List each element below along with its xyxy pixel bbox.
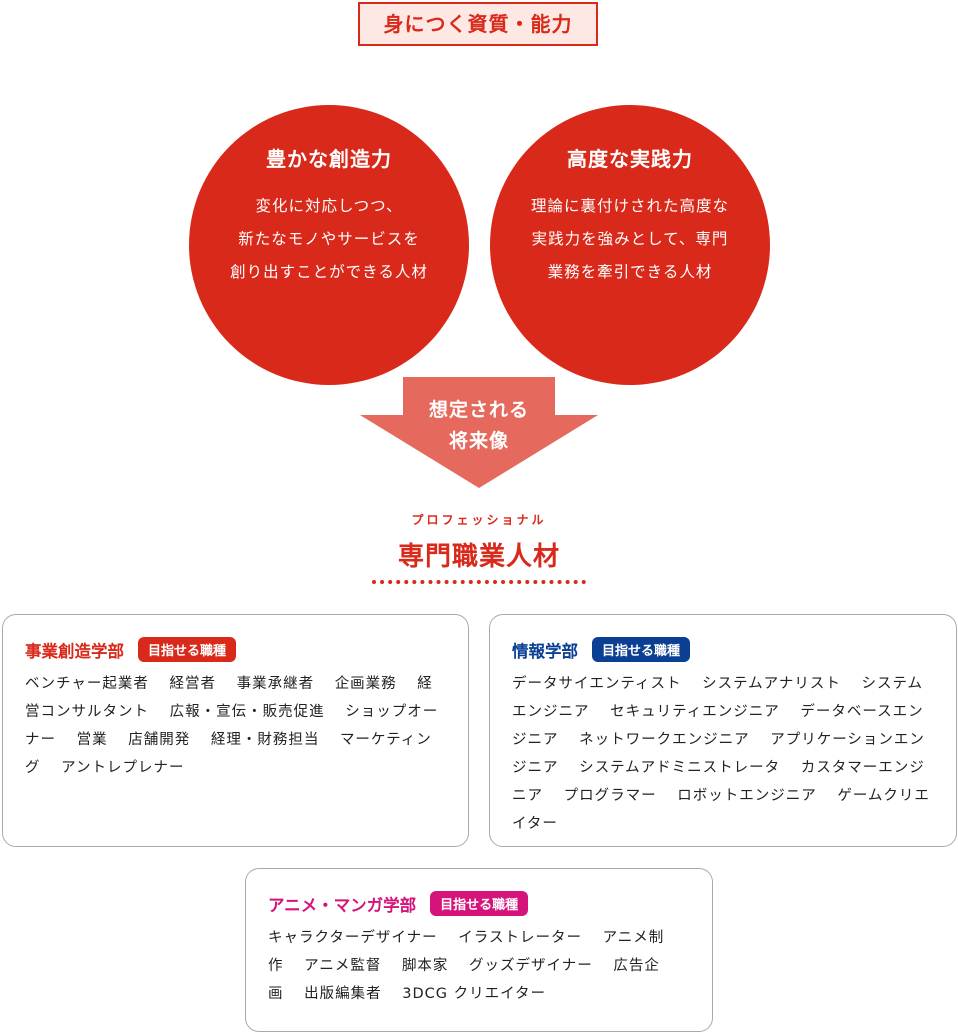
job-item: ショップオーナー — [25, 704, 439, 748]
job-item: 広報・宣伝・販売促進 — [169, 704, 325, 720]
down-arrow: 想定される将来像 — [360, 377, 598, 488]
job-item: セキュリティエンジニア — [610, 704, 780, 720]
future-title: 専門職業人材 — [397, 542, 560, 572]
department-name: 事業創造学部 — [25, 641, 124, 661]
job-item: ベンチャー起業者 — [25, 676, 149, 692]
job-item: マーケティング — [25, 732, 432, 776]
arrow-label: 将来像 — [448, 430, 509, 452]
job-item: 企画業務 — [334, 676, 397, 692]
job-item: 経理・財務担当 — [210, 732, 320, 748]
job-item: データベースエンジニア — [512, 704, 924, 748]
job-item: カスタマーエンジニア — [512, 760, 925, 804]
arrow-label: 想定される — [428, 399, 529, 421]
department-card-informatics: 情報学部目指せる職種 データサイエンティスト システムアナリスト システムエンジ… — [489, 614, 957, 847]
department-card-anime-manga: アニメ・マンガ学部目指せる職種 キャラクターデザイナー イラストレーター アニメ… — [245, 868, 713, 1032]
future-ruby: プロフェッショナル — [411, 513, 547, 527]
quality-desc: 新たなモノやサービスを — [238, 230, 420, 248]
job-item: キャラクターデザイナー — [268, 930, 438, 946]
section-title: 身につく資質・能力 — [358, 2, 598, 46]
quality-title: 高度な実践力 — [567, 147, 693, 171]
quality-desc: 実践力を強みとして、専門 — [531, 230, 729, 248]
quality-desc: 業務を牽引できる人材 — [547, 263, 713, 281]
job-item: 店舗開発 — [128, 732, 191, 748]
department-card-business: 事業創造学部目指せる職種 ベンチャー起業者 経営者 事業承継者 企画業務 経営コ… — [2, 614, 469, 847]
job-item: 事業承継者 — [236, 676, 315, 692]
job-item: システムアナリスト — [702, 676, 841, 692]
department-name: アニメ・マンガ学部 — [268, 895, 417, 915]
department-name: 情報学部 — [512, 641, 578, 661]
quality-circle-practice: 高度な実践力 理論に裏付けされた高度な実践力を強みとして、専門業務を牽引できる人… — [490, 105, 770, 385]
job-item: 出版編集者 — [304, 986, 382, 1002]
quality-circle-creativity: 豊かな創造力 変化に対応しつつ、新たなモノやサービスを創り出すことができる人材 — [189, 105, 469, 385]
job-item: グッズデザイナー — [469, 958, 593, 974]
job-item: アニメ監督 — [304, 958, 382, 974]
job-item: 3DCG クリエイター — [402, 986, 546, 1002]
job-item: アニメ制作 — [268, 930, 665, 974]
target-jobs-badge: 目指せる職種 — [138, 637, 237, 662]
job-item: アプリケーションエンジニア — [512, 732, 925, 776]
job-item: 広告企画 — [268, 958, 660, 1002]
job-item: データサイエンティスト — [512, 676, 682, 692]
dotted-divider — [372, 580, 586, 584]
job-item: イラストレーター — [458, 930, 582, 946]
quality-title: 豊かな創造力 — [266, 147, 392, 171]
target-jobs-badge: 目指せる職種 — [430, 891, 529, 916]
arrow-down-icon — [360, 377, 598, 488]
job-item: 脚本家 — [401, 958, 449, 974]
quality-desc: 理論に裏付けされた高度な — [530, 197, 729, 215]
quality-desc: 創り出すことができる人材 — [230, 263, 428, 281]
quality-desc: 変化に対応しつつ、 — [255, 197, 403, 215]
job-item: プログラマー — [563, 788, 657, 804]
job-item: システムエンジニア — [512, 676, 924, 720]
job-item: 経営コンサルタント — [25, 676, 433, 720]
job-item: アントレプレナー — [61, 760, 185, 776]
job-item: 営業 — [76, 732, 108, 748]
job-item: ネットワークエンジニア — [579, 732, 750, 748]
job-item: ゲームクリエイター — [512, 788, 930, 832]
job-item: 経営者 — [169, 676, 216, 692]
job-item: システムアドミニストレータ — [579, 760, 781, 776]
job-item: ロボットエンジニア — [677, 788, 817, 804]
target-jobs-badge: 目指せる職種 — [592, 637, 691, 662]
